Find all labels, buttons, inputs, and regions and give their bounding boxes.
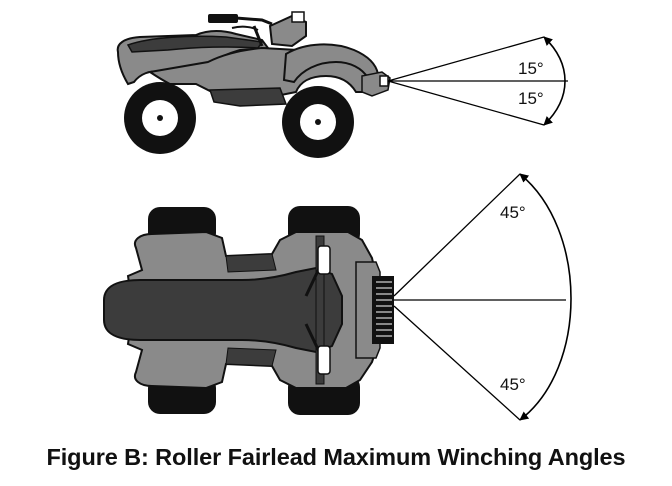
atv-top-left-floorboard bbox=[225, 253, 277, 273]
fairlead-angle-diagram: 15° 15° bbox=[103, 11, 572, 421]
side-lower-angle-label: 15° bbox=[518, 89, 544, 108]
top-angle-arc bbox=[519, 173, 572, 421]
atv-top-grip-left bbox=[317, 245, 331, 275]
atv-top-right-floorboard bbox=[225, 347, 277, 367]
side-angle-arc bbox=[543, 36, 566, 126]
atv-top-grip-right bbox=[317, 345, 331, 375]
top-upper-limit-line bbox=[393, 173, 521, 297]
atv-top-fairlead-rollers bbox=[376, 281, 392, 337]
figure-caption: Figure B: Roller Fairlead Maximum Winchi… bbox=[46, 444, 626, 470]
atv-top-seat bbox=[103, 266, 343, 354]
atv-side-engine bbox=[208, 87, 288, 107]
side-upper-angle-label: 15° bbox=[518, 59, 544, 78]
atv-top-winch bbox=[372, 276, 394, 344]
atv-side-fairlead bbox=[379, 75, 389, 87]
top-view-angle-indicator: 45° 45° bbox=[393, 173, 572, 421]
side-upper-limit-line bbox=[387, 36, 545, 82]
top-upper-angle-label: 45° bbox=[500, 203, 526, 222]
atv-side-front-wheel bbox=[282, 86, 354, 158]
atv-top-front-rack-left bbox=[315, 235, 325, 385]
atv-top-view bbox=[103, 206, 394, 415]
atv-side-brake-lever bbox=[231, 25, 259, 31]
atv-side-rear-wheel bbox=[124, 82, 196, 154]
atv-side-mirror bbox=[291, 11, 305, 23]
side-view-angle-indicator: 15° 15° bbox=[387, 36, 568, 126]
top-lower-angle-label: 45° bbox=[500, 375, 526, 394]
side-lower-limit-line bbox=[387, 80, 545, 126]
atv-side-handlebar bbox=[235, 16, 273, 26]
atv-side-view bbox=[116, 11, 391, 158]
atv-side-handlebar-grip bbox=[208, 14, 238, 23]
top-lower-limit-line bbox=[393, 305, 521, 421]
